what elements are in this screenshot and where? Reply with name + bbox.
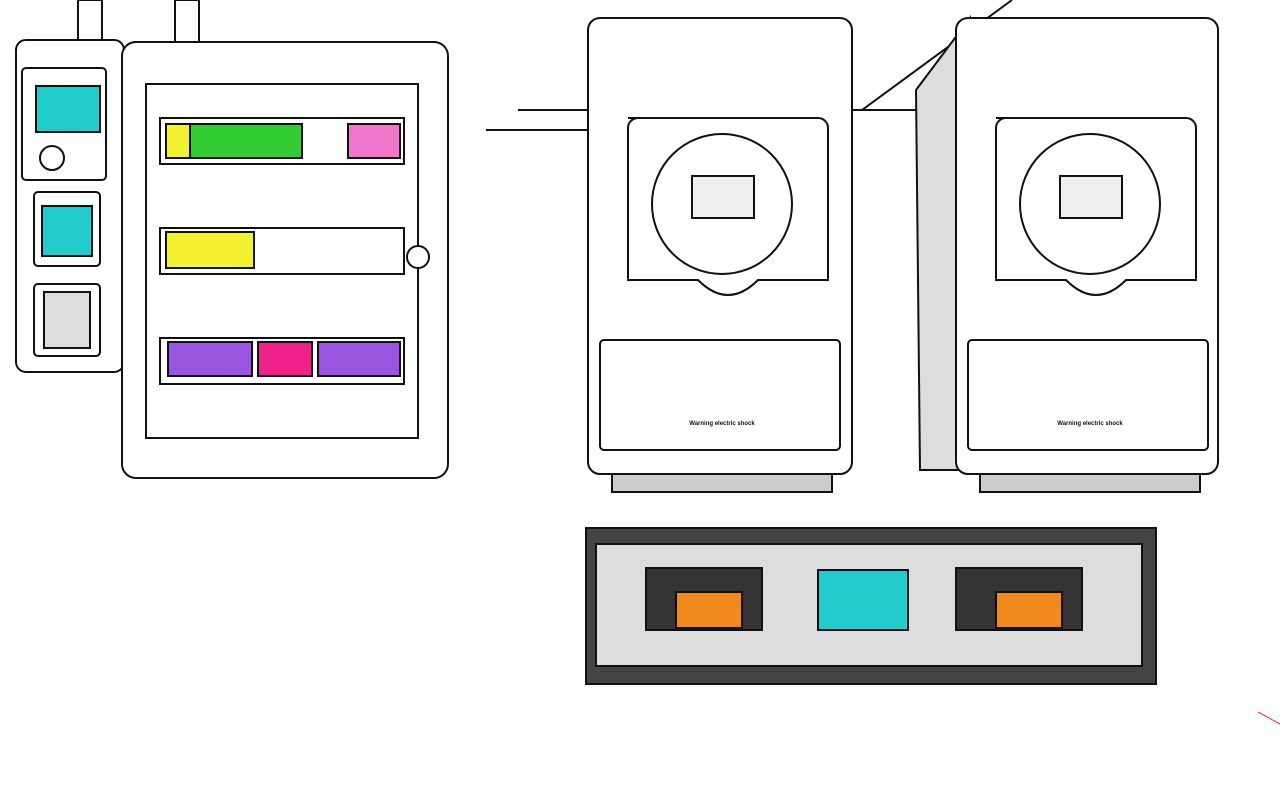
conduits bbox=[77, 0, 200, 46]
distribution-board bbox=[121, 41, 449, 479]
inverter-right bbox=[914, 15, 1219, 493]
warning-label-right: Warning electric shock bbox=[1057, 421, 1123, 427]
warning-label-left: Warning electric shock bbox=[689, 421, 755, 427]
small-meter-enclosure bbox=[15, 39, 125, 373]
combiner-box bbox=[585, 527, 1157, 685]
inverter-left bbox=[587, 17, 853, 493]
